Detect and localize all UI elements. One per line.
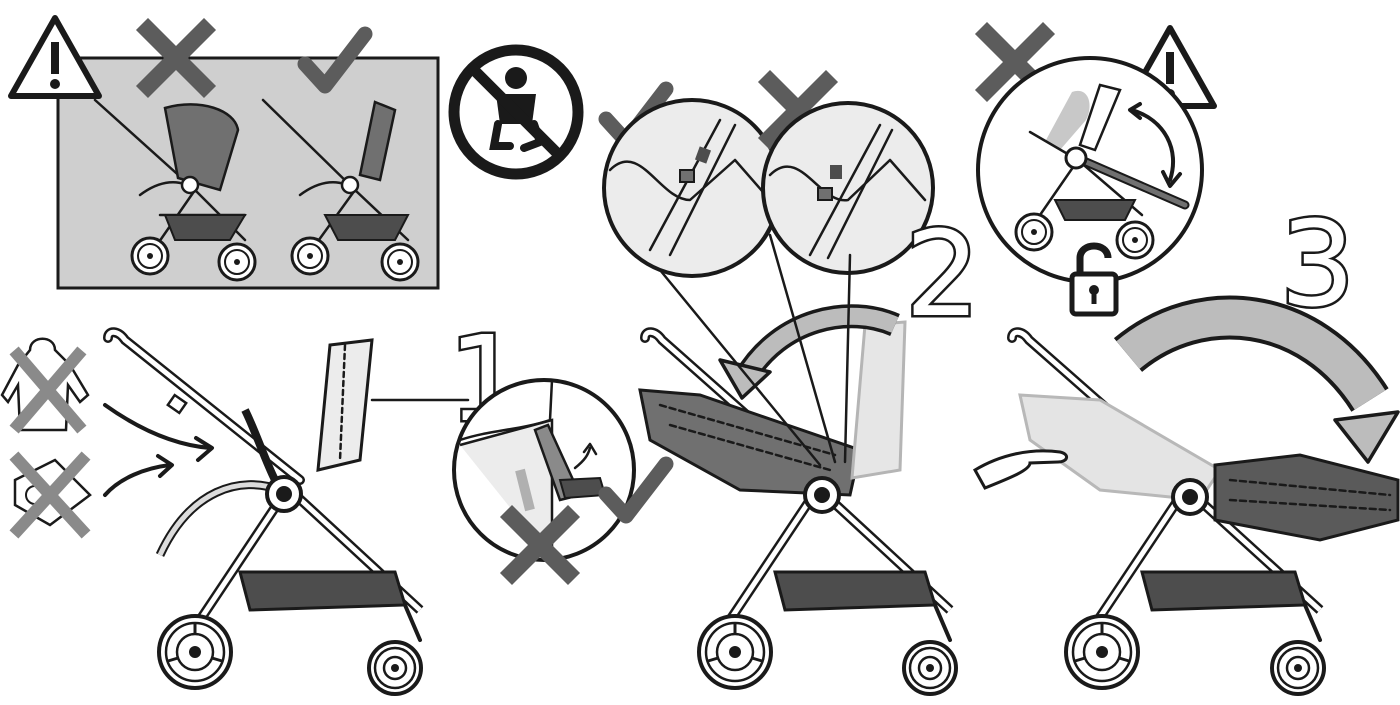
no-blanket-icon bbox=[15, 460, 90, 530]
arrow-clothing bbox=[105, 405, 210, 448]
no-clothing-icon bbox=[2, 339, 88, 430]
stroller-step-1 bbox=[108, 332, 421, 694]
no-child-in-seat-icon bbox=[454, 50, 578, 174]
detail-circle-correct bbox=[604, 89, 780, 276]
recline-warning-circle bbox=[978, 28, 1214, 314]
detail-circle-step-1 bbox=[454, 380, 634, 573]
arrow-blanket bbox=[105, 465, 170, 495]
top-left-warning-panel bbox=[11, 18, 438, 288]
hand-icon bbox=[975, 451, 1067, 488]
step-number-2: 2 bbox=[905, 205, 980, 343]
stroller-step-2 bbox=[640, 322, 956, 694]
